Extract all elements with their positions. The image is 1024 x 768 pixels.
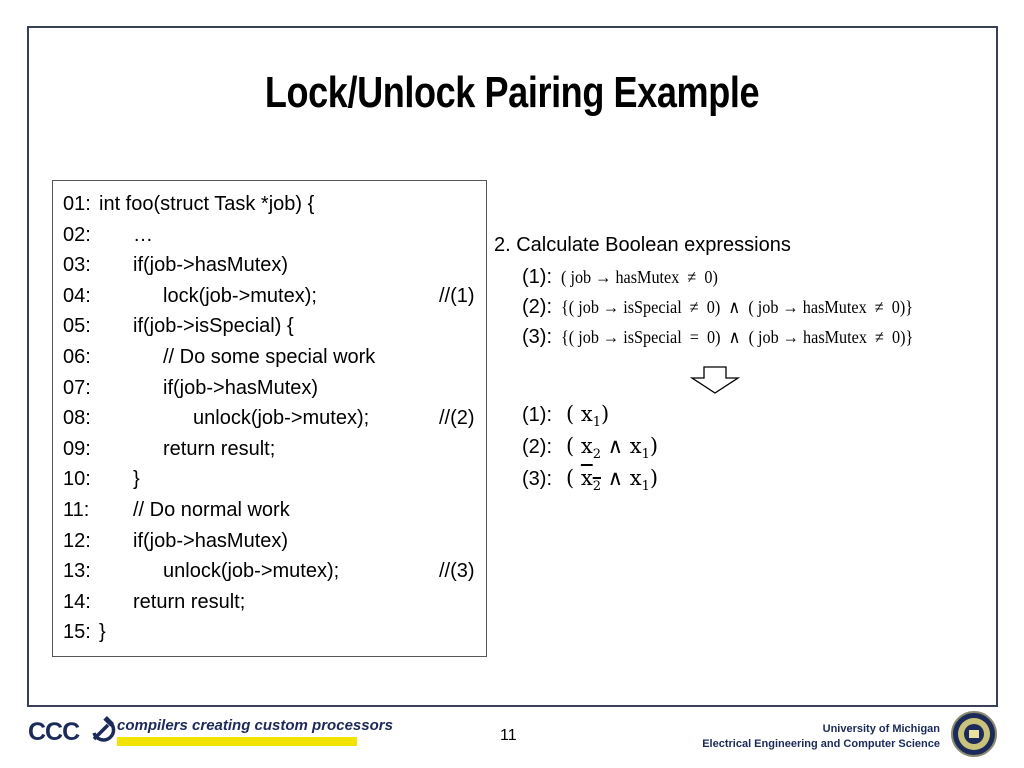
expression-symbol: )	[649, 466, 659, 490]
expression-symbol: ∧	[601, 434, 630, 458]
code-text: unlock(job->mutex);	[193, 407, 370, 430]
code-text: return result;	[133, 590, 246, 613]
code-text: …	[133, 223, 153, 246]
code-text: if(job->hasMutex)	[163, 376, 319, 399]
page-number: 11	[500, 727, 517, 744]
code-text: unlock(job->mutex);	[163, 560, 340, 583]
department-name: Electrical Engineering and Computer Scie…	[702, 738, 940, 750]
line-number: 04:	[63, 284, 91, 307]
down-arrow-icon	[690, 366, 740, 394]
line-number: 14:	[63, 590, 91, 613]
expression-label: (1):	[522, 266, 552, 288]
code-text: return result;	[163, 437, 276, 460]
line-number: 13:	[63, 560, 91, 583]
variable-label: (3):	[522, 468, 552, 490]
line-number: 06:	[63, 346, 91, 368]
step-heading: 2. Calculate Boolean expressions	[494, 234, 791, 256]
variable-subscript: 1	[641, 447, 650, 463]
variable-symbol: x1	[580, 402, 601, 430]
slide-title: Lock/Unlock Pairing Example	[264, 68, 760, 117]
variable-symbol: x1	[629, 434, 650, 462]
variable-base: x	[629, 466, 642, 490]
expression-symbol: (	[566, 402, 581, 426]
variable-label: (1):	[522, 404, 552, 426]
expression-symbol: (	[566, 466, 581, 490]
university-block: University of Michigan Electrical Engine…	[702, 722, 940, 752]
expression-symbol: ∧	[601, 466, 630, 490]
line-number: 09:	[63, 437, 91, 460]
variable-subscript: 1	[641, 479, 650, 495]
variable-expression: ( x2 ∧ x1)	[566, 465, 658, 500]
code-listing: 01: int foo(struct Task *job) { 02: … 03: if(…	[52, 180, 487, 657]
expression-symbol: (	[566, 434, 581, 458]
code-text: // Do some special work	[163, 346, 376, 368]
code-text: if(job->hasMutex)	[133, 254, 289, 277]
variable-symbol: x1	[629, 466, 650, 494]
boolean-expression: ( job → hasMutex ≠ 0)	[561, 267, 718, 287]
line-number: 10:	[63, 468, 91, 491]
line-number: 12:	[63, 529, 91, 552]
code-text: int foo(struct Task *job) {	[99, 193, 315, 215]
variable-expression: ( x1)	[566, 401, 609, 436]
variable-base: x	[580, 466, 593, 490]
variable-label: (2):	[522, 436, 552, 458]
variable-subscript: 2	[592, 447, 601, 463]
line-number: 07:	[63, 376, 91, 399]
line-number: 15:	[63, 621, 91, 644]
expression-label: (3):	[522, 326, 552, 348]
line-number: 01:	[63, 193, 91, 215]
variable-subscript: 2	[592, 479, 601, 495]
expression-symbol: )	[601, 402, 610, 426]
tagline-bar	[117, 737, 357, 746]
code-comment: //(2)	[439, 407, 475, 430]
hammer-sickle-icon	[92, 716, 116, 742]
line-number: 03:	[63, 254, 91, 277]
variable-symbol: x2	[580, 434, 601, 462]
line-number: 05:	[63, 315, 91, 338]
code-text: }	[99, 621, 106, 644]
variable-base: x	[629, 434, 642, 458]
university-name: University of Michigan	[822, 723, 940, 735]
boolean-expression: {( job → isSpecial ≠ 0) ∧ ( job → hasMut…	[561, 297, 914, 317]
variable-subscript: 1	[592, 415, 601, 431]
variable-base: x	[580, 402, 593, 426]
code-text: lock(job->mutex);	[163, 284, 317, 307]
line-number: 11:	[63, 499, 90, 521]
expression-label: (2):	[522, 296, 552, 318]
code-text: if(job->isSpecial) {	[133, 315, 294, 338]
expression-symbol: )	[649, 434, 659, 458]
variable-base: x	[580, 434, 593, 458]
code-text: if(job->hasMutex)	[133, 529, 289, 552]
code-text: // Do normal work	[133, 499, 290, 521]
tagline: compilers creating custom processors	[117, 717, 393, 734]
slide-frame	[27, 26, 998, 707]
line-number: 02:	[63, 223, 91, 246]
code-text: }	[133, 468, 140, 491]
university-seal-icon	[951, 711, 997, 757]
ccc-logo: CCC	[28, 718, 80, 746]
code-comment: //(3)	[439, 560, 475, 583]
variable-expression: ( x2 ∧ x1)	[566, 433, 658, 468]
variable-symbol: x2	[580, 466, 601, 494]
line-number: 08:	[63, 407, 91, 430]
code-comment: //(1)	[439, 284, 475, 307]
boolean-expression: {( job → isSpecial = 0) ∧ ( job → hasMut…	[561, 327, 914, 347]
